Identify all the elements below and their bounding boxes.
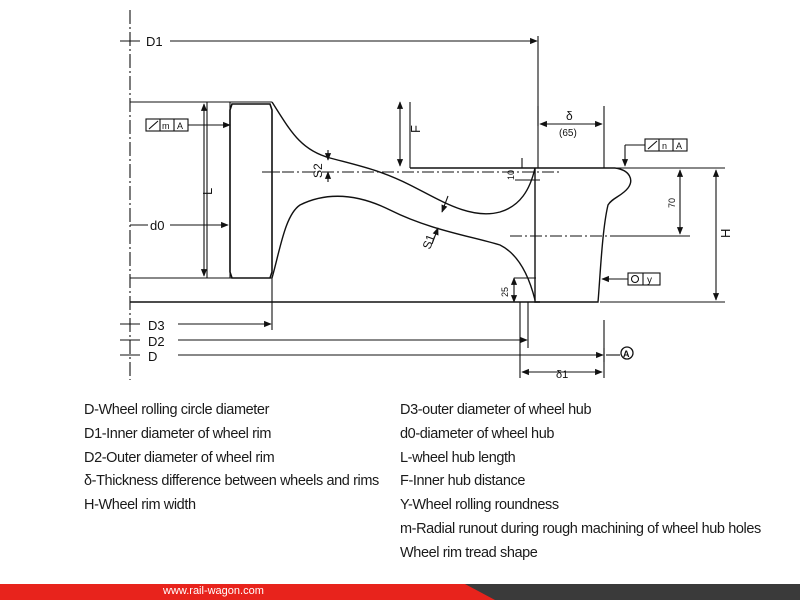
- label-dim-65: (65): [559, 128, 577, 139]
- legend-item: Y-Wheel rolling roundness: [400, 497, 559, 514]
- legend-item: Wheel rim tread shape: [400, 544, 538, 561]
- legend-left-column: D-Wheel rolling circle diameter D1-Inner…: [84, 399, 379, 518]
- datum-label-A: A: [623, 349, 630, 359]
- legend-item: D2-Outer diameter of wheel rim: [84, 449, 275, 466]
- label-S1: S1: [420, 232, 438, 251]
- footer-red-band: [0, 584, 500, 600]
- label-H: H: [718, 229, 733, 238]
- footer-bar: www.rail-wagon.com: [0, 584, 800, 600]
- label-D3: D3: [148, 318, 165, 333]
- tol-label-y: y: [647, 275, 652, 286]
- tol-label-a2: A: [676, 141, 682, 151]
- legend-right-column: D3-outer diameter of wheel hub d0-diamet…: [400, 399, 761, 566]
- legend-item: m-Radial runout during rough machining o…: [400, 520, 761, 537]
- tol-label-m: m: [162, 121, 170, 131]
- tolerance-frame-n-a: [621, 138, 688, 167]
- label-F: F: [408, 125, 423, 133]
- wheel-rim: [409, 102, 632, 303]
- wheel-web: [130, 101, 540, 303]
- label-D: D: [148, 349, 157, 364]
- legend-item: L-wheel hub length: [400, 449, 516, 466]
- legend-item: D-Wheel rolling circle diameter: [84, 402, 270, 418]
- legend-item: D3-outer diameter of wheel hub: [400, 402, 592, 418]
- label-L: L: [200, 188, 215, 195]
- legend-item: F-Inner hub distance: [400, 473, 525, 490]
- label-delta1: δ1: [556, 369, 568, 381]
- legend-item: H-Wheel rim width: [84, 497, 196, 514]
- label-dim-25: 25: [500, 287, 510, 297]
- tolerance-frame-o-y: [601, 272, 661, 286]
- wheel-hub: [130, 101, 273, 302]
- footer-url-link[interactable]: www.rail-wagon.com: [163, 585, 264, 597]
- label-dim-70: 70: [667, 198, 677, 208]
- label-dim-10: 10: [506, 170, 516, 180]
- label-S2: S2: [311, 163, 325, 178]
- legend-item: d0-diameter of wheel hub: [400, 425, 555, 442]
- footer-dark-band: [465, 584, 800, 600]
- tolerance-frame-m-a: [145, 118, 231, 132]
- tol-label-n: n: [662, 141, 667, 151]
- legend-item: D1-Inner diameter of wheel rim: [84, 425, 272, 442]
- label-D1: D1: [146, 34, 163, 49]
- label-d0: d0: [150, 218, 164, 233]
- legend-item: δ-Thickness difference between wheels an…: [84, 473, 379, 490]
- label-D2: D2: [148, 334, 165, 349]
- label-delta: δ: [566, 109, 573, 123]
- tol-label-a1: A: [177, 121, 183, 131]
